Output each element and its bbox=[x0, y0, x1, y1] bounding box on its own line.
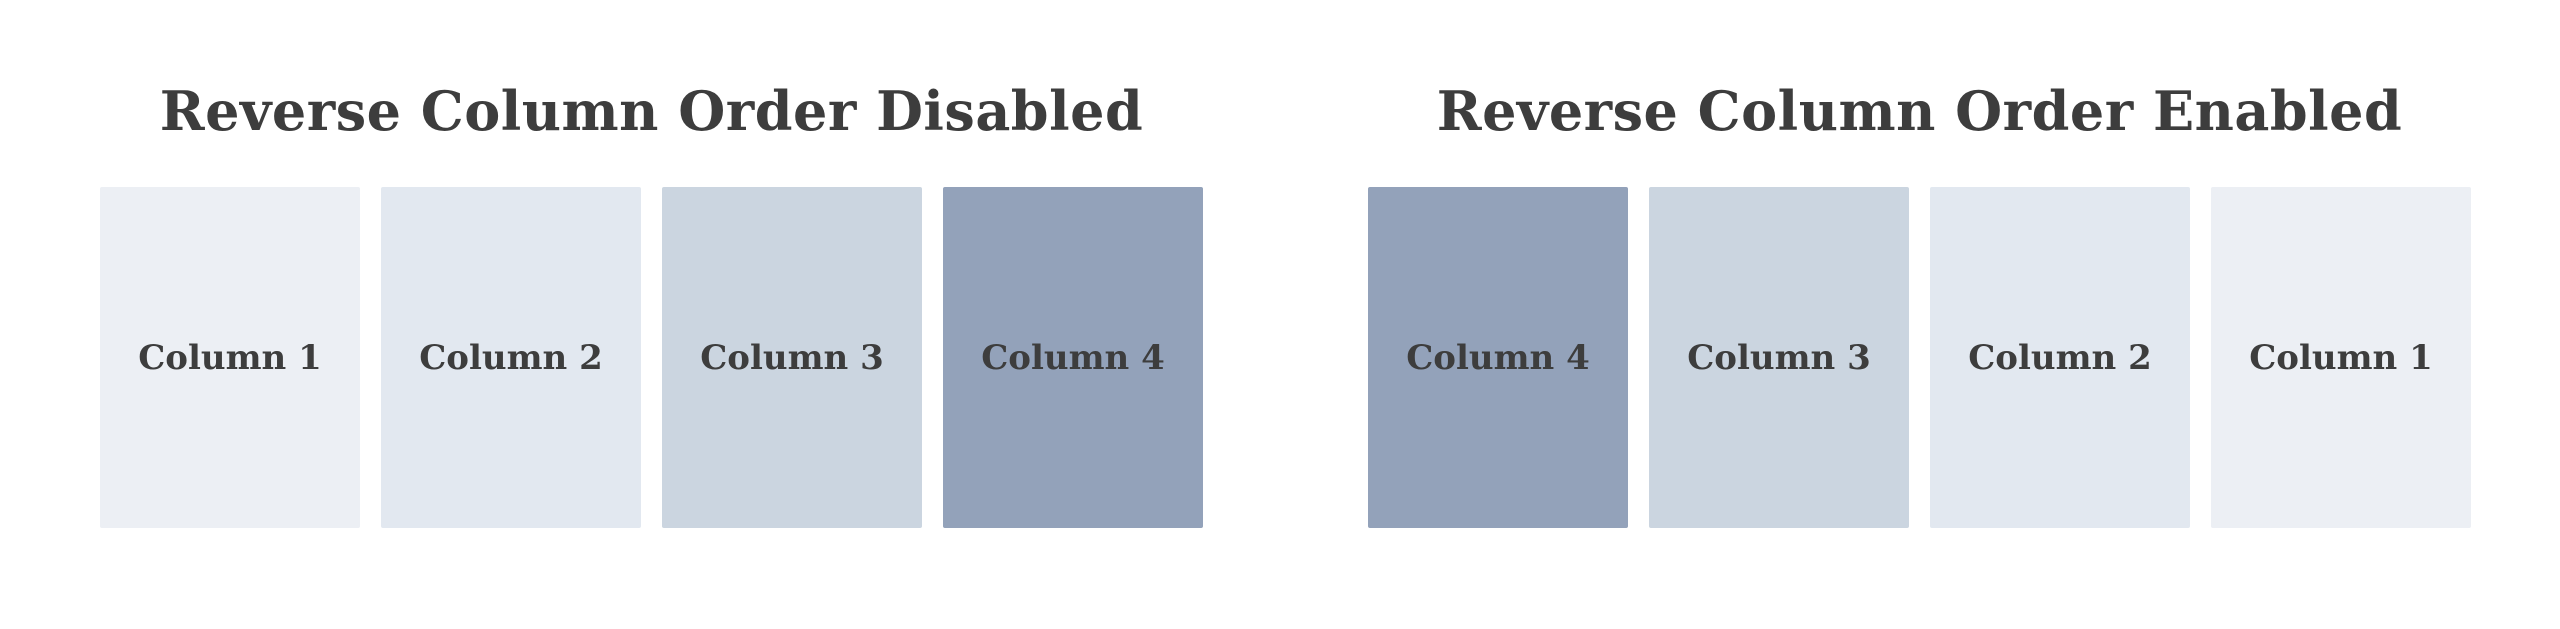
column-swatch-2: Column 2 bbox=[381, 187, 641, 528]
column-swatch-4: Column 4 bbox=[943, 187, 1203, 528]
panel-reverse-enabled: Reverse Column Order Enabled Column 4 Co… bbox=[1368, 0, 2471, 629]
column-swatch-2: Column 2 bbox=[1930, 187, 2190, 528]
column-label: Column 4 bbox=[981, 337, 1165, 378]
column-swatch-4: Column 4 bbox=[1368, 187, 1628, 528]
column-swatch-1: Column 1 bbox=[2211, 187, 2471, 528]
columns-row-enabled: Column 4 Column 3 Column 2 Column 1 bbox=[1368, 187, 2471, 528]
column-label: Column 3 bbox=[700, 337, 884, 378]
column-label: Column 1 bbox=[2249, 337, 2433, 378]
column-swatch-1: Column 1 bbox=[100, 187, 360, 528]
column-label: Column 2 bbox=[1968, 337, 2152, 378]
panel-reverse-disabled: Reverse Column Order Disabled Column 1 C… bbox=[100, 0, 1203, 629]
column-swatch-3: Column 3 bbox=[1649, 187, 1909, 528]
panel-title-disabled: Reverse Column Order Disabled bbox=[159, 79, 1144, 143]
columns-row-disabled: Column 1 Column 2 Column 3 Column 4 bbox=[100, 187, 1203, 528]
column-label: Column 1 bbox=[138, 337, 322, 378]
column-label: Column 3 bbox=[1687, 337, 1871, 378]
column-label: Column 2 bbox=[419, 337, 603, 378]
column-label: Column 4 bbox=[1406, 337, 1590, 378]
column-swatch-3: Column 3 bbox=[662, 187, 922, 528]
panel-title-enabled: Reverse Column Order Enabled bbox=[1436, 79, 2403, 143]
